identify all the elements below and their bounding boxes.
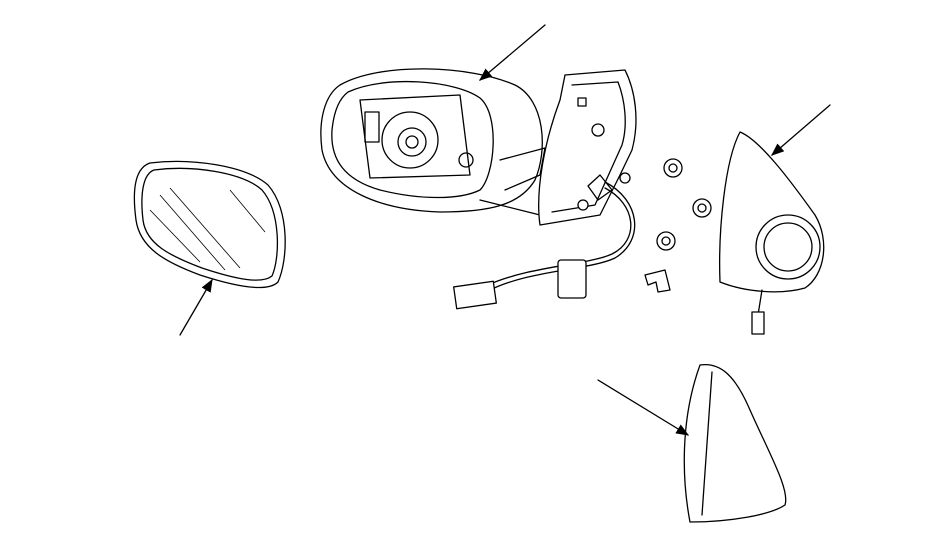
leader-arrow-inner-cover [771,104,831,156]
triangle-garnish [683,363,787,523]
wire-harness [453,181,636,310]
nut [692,198,712,218]
leader-arrow-garnish [597,379,690,436]
leader-arrow-housing [479,24,546,81]
inner-cover-trim [719,131,825,335]
nut [656,231,676,251]
mirror-housing [320,68,546,216]
mounting-nuts [656,158,712,251]
mirror-glass [133,160,286,289]
nut [663,158,683,178]
leader-arrow-glass [179,278,213,336]
clip [644,269,671,293]
